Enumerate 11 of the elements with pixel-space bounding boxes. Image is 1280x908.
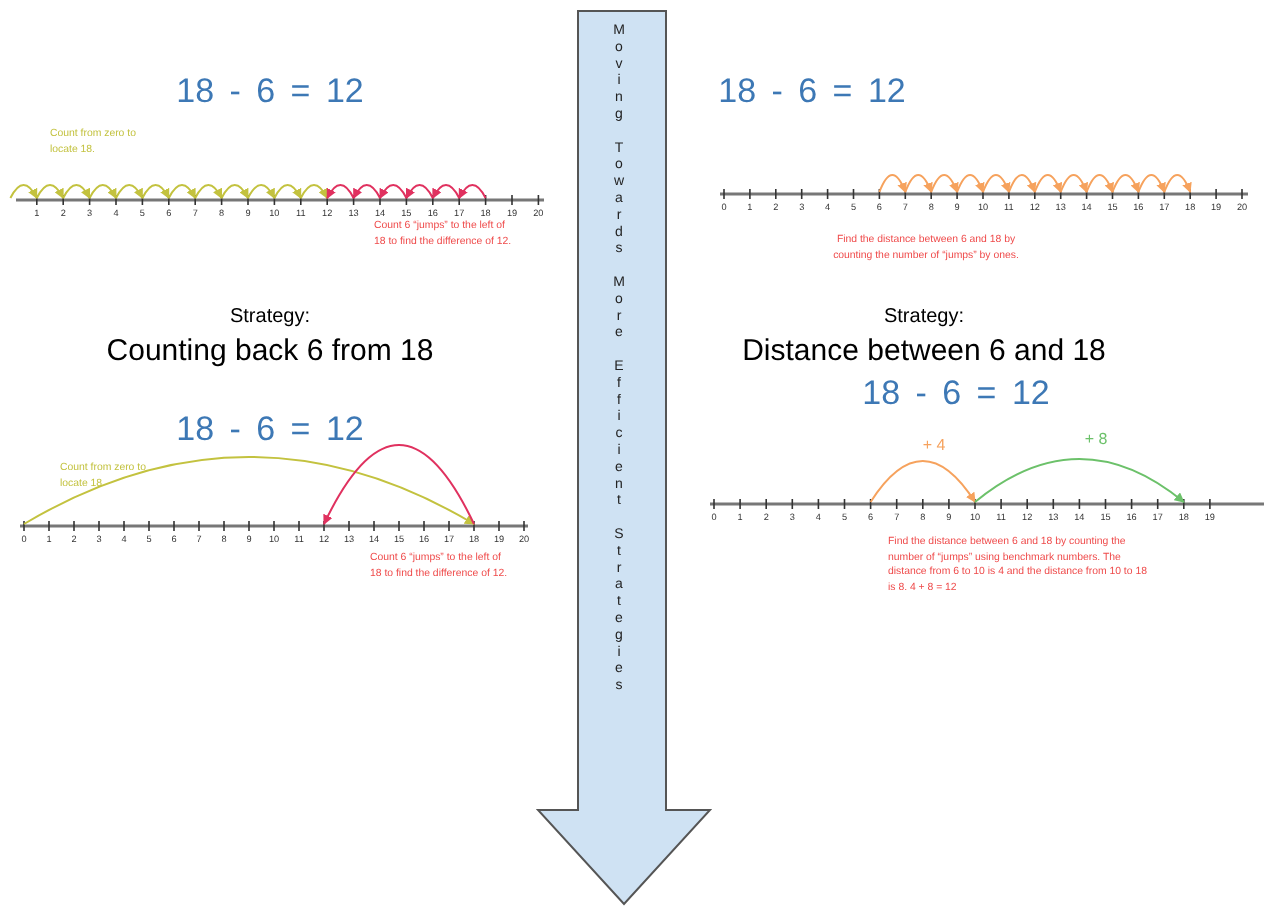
equation: 18 - 6 = 12 — [718, 72, 906, 113]
jump-label: + 4 — [922, 436, 946, 456]
strategy-heading: Strategy: — [229, 306, 311, 330]
equation: 18 - 6 = 12 — [176, 410, 364, 451]
equation: 18 - 6 = 12 — [176, 72, 364, 113]
strategy-name: Counting back 6 from 18 — [106, 334, 434, 370]
equation: 18 - 6 = 12 — [862, 374, 1050, 415]
down-arrow — [536, 10, 712, 906]
jump-label: + 8 — [1084, 430, 1108, 450]
strategy-heading: Strategy: — [883, 306, 965, 330]
strategy-name: Distance between 6 and 18 — [742, 334, 1106, 370]
